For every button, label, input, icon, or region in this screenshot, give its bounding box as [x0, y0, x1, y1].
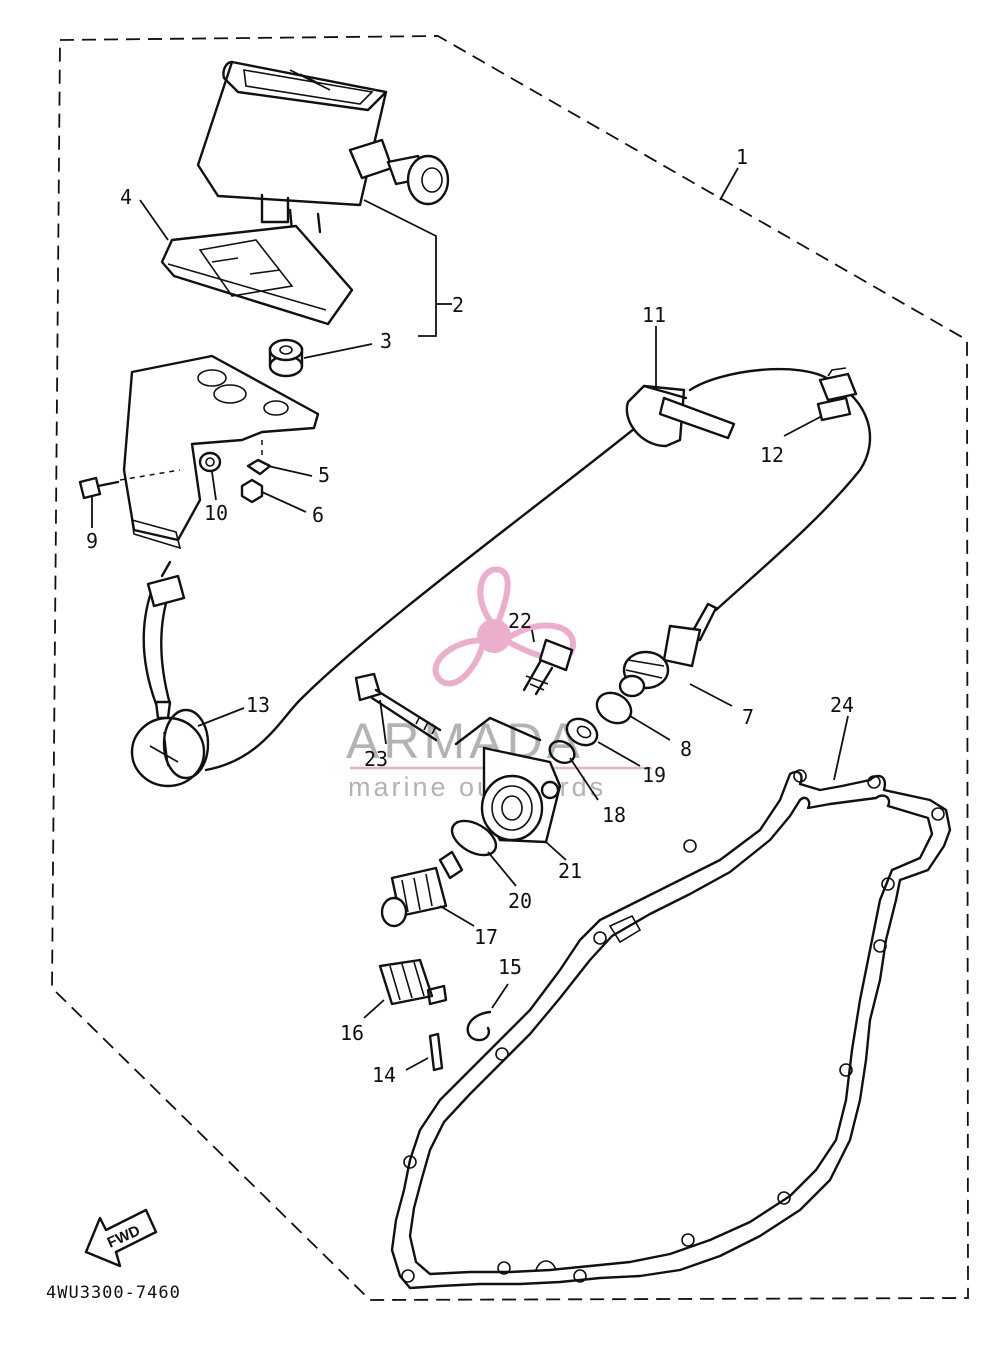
meter-holder	[160, 224, 354, 326]
callout-15: 15	[498, 955, 522, 979]
pin-14	[428, 1032, 444, 1072]
callout-16: 16	[340, 1021, 364, 1045]
screw-22	[522, 638, 574, 696]
callout-9: 9	[86, 529, 98, 553]
callout-10: 10	[204, 501, 228, 525]
speedometer-cable-right	[688, 367, 872, 612]
callout-7: 7	[742, 705, 754, 729]
callout-labels: 1 2 3 4 5 6 7 8 9 10 11 12 13 14 15 16 1…	[86, 145, 854, 1087]
callout-2: 2	[452, 293, 464, 317]
callout-5: 5	[318, 463, 330, 487]
meter-bracket	[122, 354, 320, 550]
cable-fitting-7	[618, 602, 718, 698]
speedometer-head	[196, 60, 450, 234]
callout-11: 11	[642, 303, 666, 327]
callout-4: 4	[120, 185, 132, 209]
cable-tie-11	[625, 384, 736, 448]
callout-24: 24	[830, 693, 854, 717]
callout-21: 21	[558, 859, 582, 883]
grommet	[268, 338, 304, 378]
callout-14: 14	[372, 1063, 396, 1087]
fwd-direction-arrow: FWD	[84, 1208, 158, 1268]
callout-23: 23	[364, 747, 388, 771]
callout-8: 8	[680, 737, 692, 761]
washer-18	[548, 739, 576, 765]
o-ring-20	[450, 819, 498, 857]
nut-10	[198, 451, 222, 473]
watermark-logo	[432, 566, 576, 687]
bolt-23	[354, 672, 442, 742]
callout-3: 3	[380, 329, 392, 353]
washer-5	[246, 440, 272, 476]
bolt-9	[78, 469, 181, 500]
clamp-12	[816, 367, 858, 422]
callout-22: 22	[508, 609, 532, 633]
drive-housing-21	[454, 716, 562, 844]
circlip-15	[466, 1010, 492, 1042]
cable-grommet-13	[130, 708, 210, 788]
callout-6: 6	[312, 503, 324, 527]
callout-18: 18	[602, 803, 626, 827]
callout-19: 19	[642, 763, 666, 787]
oil-seal-19	[565, 717, 599, 747]
driven-gear-16	[378, 958, 448, 1006]
callout-13: 13	[246, 693, 270, 717]
callout-12: 12	[760, 443, 784, 467]
leader-lines	[91, 167, 849, 1071]
speedometer-cable-loop	[204, 414, 652, 772]
o-ring-8	[595, 691, 633, 725]
diagram-code: 4WU3300-7460	[46, 1283, 181, 1303]
nut-6	[240, 478, 264, 504]
assembly-boundary	[51, 35, 969, 1301]
callout-1: 1	[736, 145, 748, 169]
watermark-tagline: marine outboards	[348, 772, 606, 802]
callout-17: 17	[474, 925, 498, 949]
speedometer-cable-upper	[142, 560, 186, 720]
crankcase-gasket-24	[390, 769, 952, 1290]
drive-gear-17	[380, 850, 464, 928]
callout-20: 20	[508, 889, 532, 913]
